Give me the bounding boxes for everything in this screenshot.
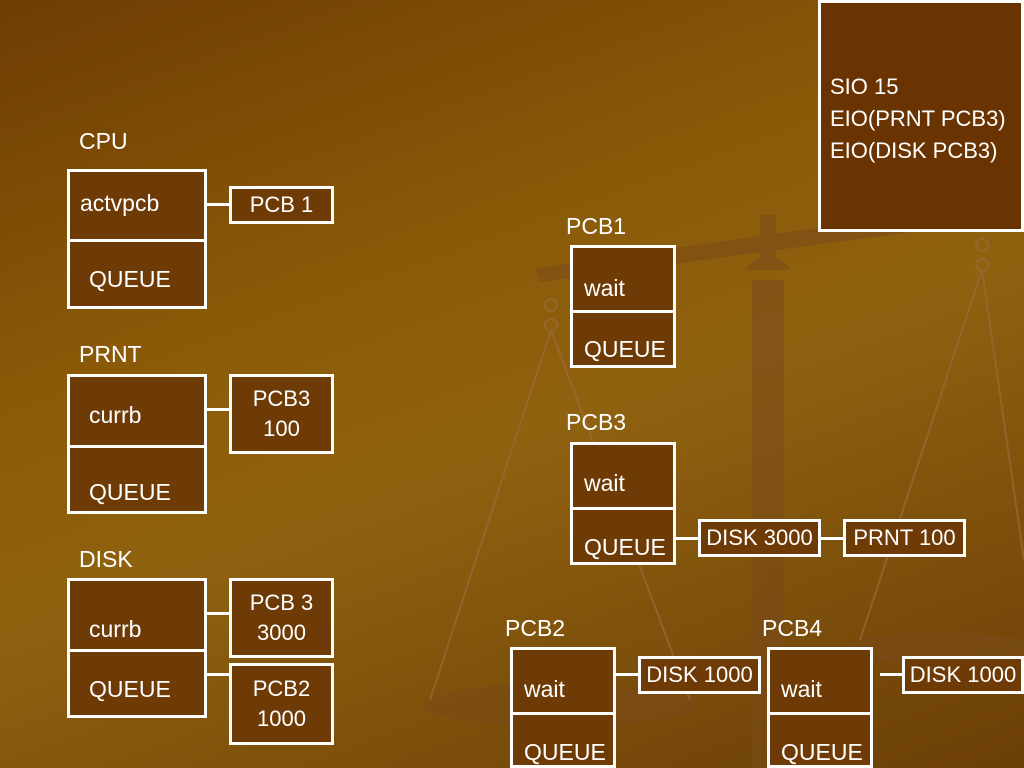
pcb2-chain-box: DISK 1000: [638, 656, 761, 694]
operation-note-box: SIO 15 EIO(PRNT PCB3) EIO(DISK PCB3): [818, 0, 1024, 232]
pcb1-field-cell: wait: [573, 248, 673, 310]
pcb3-field-cell: wait: [573, 445, 673, 507]
pcb4-queue-text: QUEUE: [781, 739, 863, 765]
pcb3-queue-cell: QUEUE: [573, 507, 673, 565]
prnt-pointer-line-2: 100: [263, 416, 300, 441]
disk-queued-box: PCB2 1000: [229, 663, 334, 745]
disk-queue-cell: QUEUE: [70, 649, 204, 718]
pcb1-block: wait QUEUE: [570, 245, 676, 368]
cpu-queue-text: QUEUE: [89, 266, 171, 292]
pcb1-label: PCB1: [566, 213, 627, 239]
pcb2-chain-text: DISK 1000: [646, 662, 753, 687]
pcb2-field-text: wait: [524, 676, 565, 702]
disk-label: DISK: [79, 546, 133, 572]
prnt-field-cell: currb: [70, 377, 204, 445]
disk-queue-connector: [207, 673, 231, 676]
pcb4-chain-text: DISK 1000: [909, 662, 1017, 687]
pcb2-queue-cell: QUEUE: [513, 712, 613, 768]
cpu-queue-cell: QUEUE: [70, 239, 204, 309]
pcb4-queue-cell: QUEUE: [770, 712, 870, 768]
pcb3-chain-box-1: DISK 3000: [698, 519, 821, 557]
pcb1-queue-cell: QUEUE: [573, 310, 673, 368]
disk-pointer-box: PCB 3 3000: [229, 578, 334, 658]
cpu-field-text: actvpcb: [80, 190, 160, 216]
pcb3-connector-1: [676, 537, 700, 540]
pcb2-connector: [616, 673, 640, 676]
note-line-3: EIO(DISK PCB3): [830, 138, 998, 163]
pcb3-label: PCB3: [566, 409, 627, 435]
pcb3-connector-2: [821, 537, 845, 540]
prnt-connector: [207, 408, 231, 411]
cpu-pointer-box: PCB 1: [229, 186, 334, 224]
pcb2-label: PCB2: [505, 615, 566, 641]
pcb1-queue-text: QUEUE: [584, 336, 666, 362]
cpu-field-cell: actvpcb: [70, 172, 204, 239]
pcb2-queue-text: QUEUE: [524, 739, 606, 765]
cpu-pointer-text: PCB 1: [249, 192, 314, 217]
disk-pointer-line-2: 3000: [257, 620, 306, 645]
disk-pointer-line-1: PCB 3: [249, 590, 314, 615]
cpu-block: actvpcb QUEUE: [67, 169, 207, 309]
pcb3-block: wait QUEUE: [570, 442, 676, 565]
pcb4-connector: [880, 673, 904, 676]
pcb4-block: wait QUEUE: [767, 647, 873, 768]
disk-block: currb QUEUE: [67, 578, 207, 718]
prnt-pointer-box: PCB3 100: [229, 374, 334, 454]
prnt-queue-cell: QUEUE: [70, 445, 204, 514]
prnt-queue-text: QUEUE: [89, 479, 171, 505]
prnt-label: PRNT: [79, 341, 142, 367]
cpu-label: CPU: [79, 128, 128, 154]
pcb4-field-cell: wait: [770, 650, 870, 712]
pcb4-field-text: wait: [781, 676, 822, 702]
cpu-connector: [207, 203, 231, 206]
disk-connector: [207, 612, 231, 615]
pcb3-field-text: wait: [584, 470, 625, 496]
disk-field-text: currb: [89, 616, 142, 642]
pcb4-label: PCB4: [762, 615, 823, 641]
pcb3-queue-text: QUEUE: [584, 534, 666, 560]
disk-field-cell: currb: [70, 581, 204, 649]
disk-queued-line-1: PCB2: [252, 676, 311, 701]
disk-queue-text: QUEUE: [89, 676, 171, 702]
pcb2-field-cell: wait: [513, 650, 613, 712]
pcb3-chain-text-2: PRNT 100: [853, 525, 956, 550]
note-line-1: SIO 15: [830, 74, 899, 99]
note-line-2: EIO(PRNT PCB3): [830, 106, 1006, 131]
pcb3-chain-text-1: DISK 3000: [706, 525, 813, 550]
prnt-field-text: currb: [89, 402, 142, 428]
prnt-block: currb QUEUE: [67, 374, 207, 514]
prnt-pointer-line-1: PCB3: [252, 386, 311, 411]
pcb1-field-text: wait: [584, 275, 625, 301]
pcb3-chain-box-2: PRNT 100: [843, 519, 966, 557]
pcb4-chain-box: DISK 1000: [902, 656, 1024, 694]
disk-queued-line-2: 1000: [257, 706, 306, 731]
pcb2-block: wait QUEUE: [510, 647, 616, 768]
